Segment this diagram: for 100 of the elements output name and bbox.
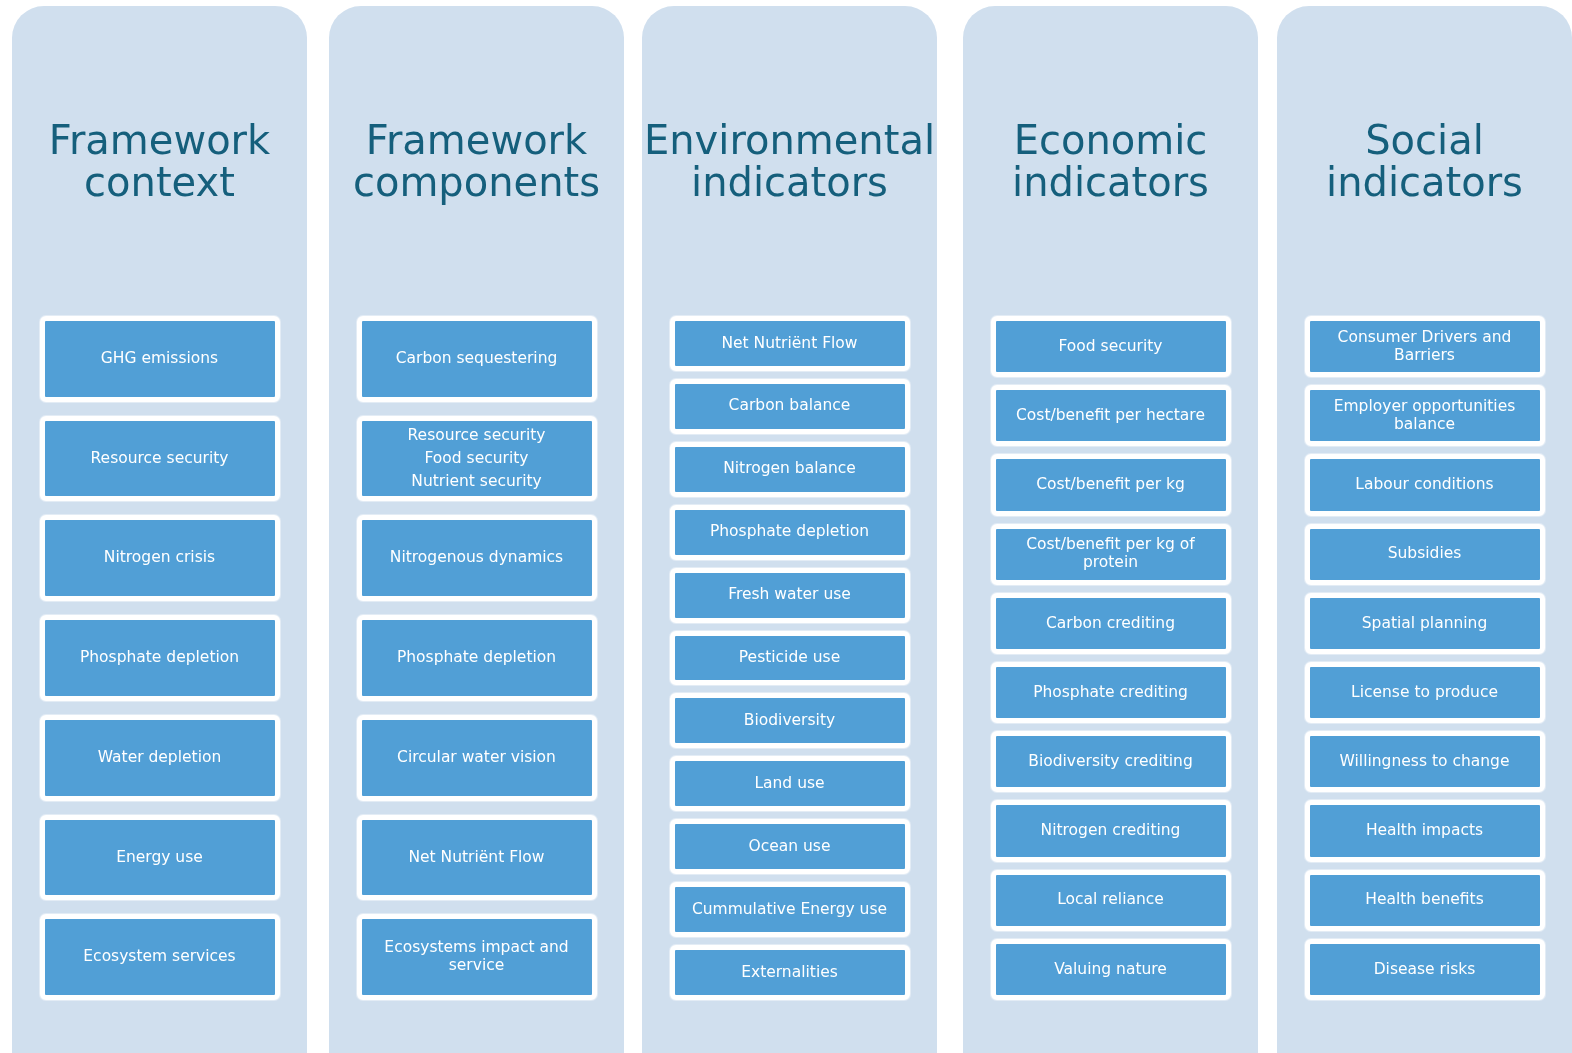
column-panel xyxy=(329,6,624,1053)
indicator-label: Land use xyxy=(754,774,825,793)
indicator-label: Nitrogen balance xyxy=(723,460,856,479)
indicator-label: Phosphate depletion xyxy=(709,523,870,542)
indicator-label: Labour conditions xyxy=(1355,476,1494,494)
indicator-label: Resource security xyxy=(90,449,229,468)
indicator-box xyxy=(1304,938,1545,1001)
indicator-box xyxy=(669,378,910,434)
column-title: Environmental indicators xyxy=(644,119,936,203)
indicator-box xyxy=(669,945,910,1000)
indicator-label: Phosphate depletion xyxy=(396,649,557,667)
indicator-box xyxy=(990,869,1231,931)
indicator-box xyxy=(669,882,910,938)
indicator-box xyxy=(1304,316,1545,378)
indicator-box xyxy=(39,914,280,1001)
indicator-box xyxy=(990,592,1231,654)
indicator-label: Food security xyxy=(1058,337,1163,356)
indicator-label: Circular water vision xyxy=(397,748,556,767)
column-panel xyxy=(963,6,1258,1053)
indicator-label: Spatial planning xyxy=(1361,614,1488,633)
indicator-box xyxy=(669,567,910,623)
indicator-label: Valuing nature xyxy=(1054,960,1167,979)
indicator-label: Water depletion xyxy=(97,748,222,767)
indicator-label: Carbon crediting xyxy=(1045,614,1176,633)
indicator-box xyxy=(356,415,597,502)
column-title: Framework context xyxy=(47,119,272,203)
indicator-label: Ocean use xyxy=(748,837,831,856)
indicator-label: Cost/benefit per kg of protein xyxy=(1025,536,1196,572)
indicator-box xyxy=(669,819,910,875)
indicator-label: Biodiversity crediting xyxy=(1028,752,1193,771)
indicator-label: Subsidies xyxy=(1387,545,1462,564)
indicator-box xyxy=(356,316,597,402)
indicator-box xyxy=(990,731,1231,793)
indicator-label: Food security xyxy=(424,447,529,469)
indicator-box xyxy=(669,504,910,560)
indicator-box xyxy=(669,693,910,749)
indicator-box xyxy=(39,415,280,502)
indicator-box xyxy=(669,756,910,812)
indicator-label: Cummulative Energy use xyxy=(691,900,888,919)
indicator-label: Phosphate crediting xyxy=(1033,683,1188,702)
indicator-box xyxy=(356,714,597,801)
column-title: Economic indicators xyxy=(1011,119,1210,203)
indicator-label: Ecosystems impact and service xyxy=(383,939,570,975)
indicator-label: Biodiversity xyxy=(743,712,836,730)
indicator-label: Carbon sequestering xyxy=(395,349,558,368)
column-panel xyxy=(12,6,307,1053)
indicator-box xyxy=(669,441,910,497)
indicator-box xyxy=(1304,592,1545,654)
indicator-box xyxy=(356,515,597,602)
indicator-label: Health benefits xyxy=(1365,891,1484,910)
indicator-label: Cost/benefit per kg xyxy=(1036,476,1185,494)
indicator-label: Phosphate depletion xyxy=(79,649,240,667)
indicator-label: Consumer Drivers and Barriers xyxy=(1336,328,1513,365)
column-title: Framework components xyxy=(351,119,602,203)
indicator-box xyxy=(990,454,1231,516)
indicator-box xyxy=(39,316,280,402)
indicator-label: Health impacts xyxy=(1365,822,1484,840)
indicator-box xyxy=(39,714,280,801)
indicator-box xyxy=(1304,800,1545,862)
indicator-label: Cost/benefit per hectare xyxy=(1016,406,1205,425)
indicator-box xyxy=(669,316,910,371)
indicator-label: Nutrient security xyxy=(411,471,542,493)
indicator-box xyxy=(39,814,280,901)
indicator-box xyxy=(356,615,597,701)
indicator-label: Disease risks xyxy=(1373,960,1476,979)
indicator-label: Employer opportunities balance xyxy=(1332,398,1517,434)
indicator-label: Local reliance xyxy=(1057,891,1164,910)
indicator-label: Carbon balance xyxy=(728,397,851,416)
indicator-label: Net Nutriënt Flow xyxy=(721,334,858,353)
indicator-label: Energy use xyxy=(116,848,203,867)
indicator-box xyxy=(1304,385,1545,447)
indicator-box xyxy=(356,914,597,1001)
indicator-label: Nitrogen crediting xyxy=(1040,822,1181,840)
indicator-box xyxy=(990,938,1231,1001)
indicator-label: Resource security xyxy=(407,424,546,446)
indicator-box xyxy=(1304,662,1545,724)
column-panel xyxy=(1277,6,1572,1053)
indicator-label: License to produce xyxy=(1351,683,1498,702)
indicator-box xyxy=(356,814,597,901)
column-title: Social indicators xyxy=(1325,119,1524,203)
indicator-label: GHG emissions xyxy=(100,349,219,368)
indicator-box xyxy=(1304,454,1545,516)
indicator-box xyxy=(990,662,1231,724)
indicator-box xyxy=(990,316,1231,378)
indicator-label: Externalities xyxy=(741,963,838,982)
indicator-box xyxy=(990,523,1231,585)
indicator-box xyxy=(669,630,910,686)
indicator-box xyxy=(990,800,1231,862)
column-panel xyxy=(642,6,937,1053)
indicator-label: Ecosystem services xyxy=(83,948,236,967)
indicator-label: Net Nutriënt Flow xyxy=(408,848,545,867)
indicator-label: Willingness to change xyxy=(1339,752,1510,771)
indicator-label: Fresh water use xyxy=(728,586,851,604)
indicator-box xyxy=(39,515,280,602)
indicator-box xyxy=(1304,869,1545,931)
indicator-label: Nitrogen crisis xyxy=(103,549,216,568)
indicator-label: Nitrogenous dynamics xyxy=(389,549,564,568)
indicator-box xyxy=(990,385,1231,447)
indicator-box xyxy=(1304,731,1545,793)
indicator-box xyxy=(39,615,280,701)
